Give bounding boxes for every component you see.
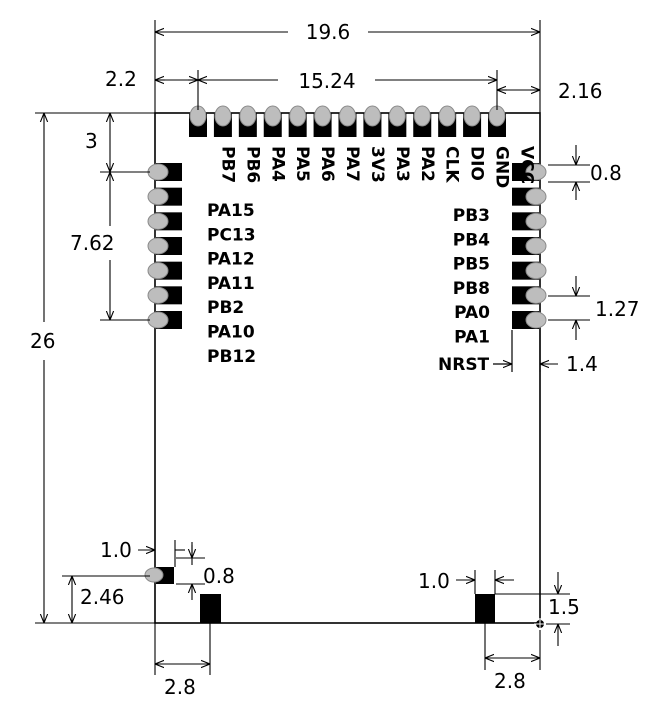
dim-bottom-span-left: 2.8 [164,675,196,699]
dim-bottom-pad-left: 0.8 [203,564,235,588]
right-pad-3 [512,212,547,231]
left-pad-6 [147,286,182,305]
top-pad-7 [338,105,357,137]
pin-label-pb4: PB4 [453,230,490,250]
right-pad-4 [512,237,547,255]
top-pad-8 [363,105,382,137]
dim-bottom-span-right: 2.8 [494,669,526,693]
pin-label-pa1: PA1 [454,328,490,348]
top-pad-3 [238,105,257,137]
dim-pitch: 1.27 [595,297,640,321]
pin-label-pa10: PA10 [207,323,255,343]
pin-label-pa4: PA4 [267,146,287,182]
dim-pad-offset: 1.4 [566,352,598,376]
pin-label-3v3: 3V3 [367,146,387,183]
left-pin-pads [147,163,182,329]
dim-pad-width: 0.8 [590,161,622,185]
top-pad-1 [189,105,207,137]
pin-label-pa2: PA2 [417,146,437,182]
top-pad-5 [288,105,307,137]
top-pad-6 [313,105,332,137]
right-pad-2 [512,187,547,206]
pin-label-pb5: PB5 [453,255,490,275]
right-pad-6 [512,286,547,305]
right-pin-pads [512,163,547,329]
dim-bottom-inset-right: 1.0 [418,569,450,593]
bottom-left-block [200,594,221,623]
pin-label-pa12: PA12 [207,250,255,270]
pin-label-pa15: PA15 [207,201,255,221]
pin-label-pa11: PA11 [207,274,255,294]
pin-label-pb8: PB8 [453,279,490,299]
pin-label-pb6: PB6 [242,146,262,183]
left-pad-3 [147,212,182,231]
dim-height: 26 [30,329,55,353]
pin-label-vcc: VCC [516,146,536,184]
pin-label-pc13: PC13 [207,225,256,245]
top-pad-13 [488,105,506,137]
pin-label-pb7: PB7 [217,146,237,183]
top-pad-11 [438,105,457,137]
dim-bottom-pad-right: 1.5 [548,595,580,619]
top-pad-12 [463,105,482,137]
right-pad-7 [512,311,547,329]
pin-label-nrst: NRST [438,355,490,375]
dimension-lines [35,20,590,675]
corner-origin-mark [534,618,546,630]
pin-label-dio: DIO [467,146,487,181]
left-pad-2 [147,187,182,206]
pin-label-pa5: PA5 [292,146,312,182]
pin-label-pb2: PB2 [207,298,244,318]
top-pad-10 [413,105,432,137]
dim-top-offset: 3 [85,129,98,153]
pin-label-pa0: PA0 [454,303,490,323]
pin-label-pa3: PA3 [392,146,412,182]
top-pad-9 [388,105,407,137]
pin-label-pa7: PA7 [342,146,362,182]
dim-left-span: 7.62 [70,231,115,255]
top-pin-pads [189,105,506,137]
left-pad-4 [147,237,182,255]
top-pad-4 [263,105,282,137]
dim-pin-span: 15.24 [298,69,355,93]
top-pad-2 [213,105,232,137]
dim-overall-width: 19.6 [306,20,351,44]
left-pad-1 [147,163,182,181]
pin-label-pb12: PB12 [207,347,256,367]
left-pad-5 [147,261,182,280]
pin-label-pa6: PA6 [317,146,337,182]
right-pad-1 [512,163,547,181]
bottom-left-pad-cap [144,567,164,583]
left-pad-7 [147,311,182,329]
dim-left-margin: 2.2 [105,67,137,91]
pin-label-clk: CLK [442,146,462,183]
pin-label-pb3: PB3 [453,206,490,226]
dim-bottom-height: 2.46 [80,585,125,609]
bottom-right-block [475,594,495,623]
dim-bottom-inset-left: 1.0 [100,538,132,562]
dim-right-margin: 2.16 [558,79,603,103]
pin-label-gnd: GND [492,146,512,188]
right-pad-5 [512,261,547,280]
